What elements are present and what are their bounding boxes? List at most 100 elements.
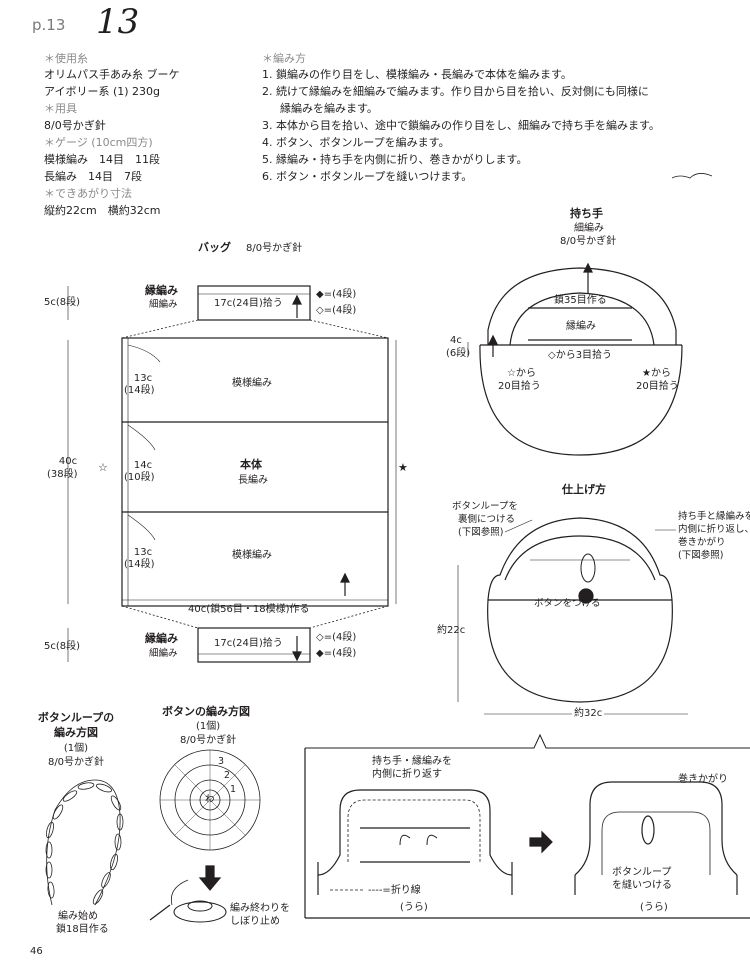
- pattern-number: 13: [96, 2, 140, 42]
- fold-note: 内側に折り返し、: [678, 524, 750, 535]
- bag-bottom-edge-band: [197, 627, 311, 663]
- total-rows: (38段): [47, 469, 78, 480]
- sec3-height: 13c: [133, 547, 153, 558]
- method-heading: ＊編み方: [262, 52, 306, 65]
- handle-pick-left: 20目拾う: [498, 381, 541, 392]
- handle-bag-body: [479, 344, 683, 456]
- mark-open-bot: ◇=(4段): [316, 632, 357, 643]
- hook-size: 8/0号かぎ針: [44, 119, 106, 132]
- loop-count: (1個): [63, 743, 89, 754]
- sec1-rows: (14段): [124, 385, 155, 396]
- mark-open-top: ◇=(4段): [316, 305, 357, 316]
- method-step: 1. 鎖編みの作り目をし、模様編み・長編みで本体を編みます。: [262, 68, 572, 81]
- button-note: ボタンをつける: [534, 598, 601, 609]
- sec2-rows: (10段): [124, 472, 155, 483]
- body-sub: 長編み: [238, 475, 268, 486]
- star-filled-mark: ★: [398, 461, 408, 474]
- tools-heading: ＊用具: [44, 102, 77, 115]
- bag-body-rect: [121, 337, 389, 607]
- detail-fold: 持ち手・縁編みを: [372, 756, 452, 767]
- finish-width: 約32c: [572, 707, 605, 720]
- method-step: 4. ボタン、ボタンループを編みます。: [262, 136, 450, 149]
- detail-whip: 巻きかがり: [678, 774, 728, 785]
- bag-title: バッグ: [198, 241, 231, 254]
- fold-note: (下図参照): [678, 550, 724, 561]
- button-hook: 8/0号かぎ針: [180, 735, 237, 746]
- handle-title: 持ち手: [570, 207, 603, 220]
- handle-chain: 鎖35目作る: [554, 295, 607, 306]
- loop-start: 鎖18目作る: [56, 924, 109, 935]
- button-row-1: 1: [230, 784, 237, 795]
- gauge-dc: 長編み 14目 7段: [44, 170, 142, 183]
- mark-filled-top: ◆=(4段): [316, 289, 357, 300]
- loop-hook: 8/0号かぎ針: [47, 757, 105, 768]
- finish-title: 仕上げ方: [562, 483, 606, 496]
- handle-edge: 縁編み: [566, 321, 596, 332]
- finish-height: 約22c: [437, 625, 466, 636]
- handle-from-star-filled: ★から: [642, 368, 671, 379]
- detail-inside-left: (うら): [400, 902, 428, 913]
- edge-top-height: 5c(8段): [44, 297, 81, 308]
- handle-height: 4c: [450, 335, 462, 346]
- button-end: 編み終わりを: [230, 903, 290, 914]
- size-heading: ＊できあがり寸法: [44, 187, 132, 200]
- sec1-height: 13c: [133, 373, 153, 384]
- total-height: 40c: [58, 456, 78, 467]
- edge-top-sub: 細編み: [149, 299, 178, 310]
- bag-top-edge-band: [197, 285, 311, 321]
- edge-bot-label: 縁編み: [145, 632, 178, 645]
- handle-stitch: 細編み: [574, 223, 604, 234]
- bag-hook: 8/0号かぎ針: [246, 243, 303, 254]
- detail-left-handle: [317, 789, 513, 876]
- yarn-name: オリムパス手あみ糸 ブーケ: [44, 68, 180, 81]
- handle-rows: (6段): [446, 348, 471, 359]
- detail-inside-right: (うら): [640, 902, 668, 913]
- method-step: 3. 本体から目を拾い、途中で鎖編みの作り目をし、細編みで持ち手を編みます。: [262, 119, 660, 132]
- fold-note: 持ち手と縁編みを: [678, 511, 750, 522]
- handle-outer: [487, 267, 677, 345]
- mark-filled-bot: ◆=(4段): [316, 648, 357, 659]
- loop-note: (下図参照): [458, 527, 504, 538]
- button-count: (1個): [196, 721, 221, 732]
- loop-title: 編み方図: [54, 726, 98, 739]
- detail-fold: 内側に折り返す: [372, 769, 442, 780]
- button-row-3: 3: [218, 756, 225, 767]
- handle-hook: 8/0号かぎ針: [560, 236, 617, 247]
- button-row-2: 2: [224, 770, 231, 781]
- method-step: 縁編みを編みます。: [280, 102, 378, 115]
- loop-note: 裏側につける: [458, 514, 516, 525]
- loop-start: 編み始め: [58, 911, 98, 922]
- handle-pick-right: 20目拾う: [636, 381, 679, 392]
- page-ref: p.13: [32, 16, 66, 34]
- sec2-height: 14c: [133, 460, 153, 471]
- button-ring: わ: [205, 794, 215, 805]
- foundation-chain: 40c(鎖56目・18模様)作る: [188, 604, 310, 615]
- body-label: 本体: [240, 458, 262, 471]
- sec3-label: 模様編み: [232, 550, 272, 561]
- finished-size: 縦約22cm 横約32cm: [44, 204, 161, 217]
- finished-bag-body: [487, 599, 673, 703]
- edge-top-label: 縁編み: [145, 284, 178, 297]
- star-open-mark: ☆: [98, 461, 108, 474]
- sec1-label: 模様編み: [232, 378, 272, 389]
- method-step: 5. 縁編み・持ち手を内側に折り、巻きかがりします。: [262, 153, 528, 166]
- loop-title: ボタンループの: [37, 711, 115, 724]
- gauge-heading: ＊ゲージ (10cm四方): [44, 136, 153, 149]
- method-step: 2. 続けて縁編みを細編みで編みます。作り目から目を拾い、反対側にも同様に: [262, 85, 649, 98]
- page-number: 46: [30, 946, 43, 957]
- edge-top-pickup: 17c(24目)拾う: [214, 298, 283, 309]
- edge-bot-height: 5c(8段): [44, 641, 81, 652]
- gauge-pattern: 模様編み 14目 11段: [44, 153, 160, 166]
- sec3-rows: (14段): [124, 559, 155, 570]
- button-loop-chain: [46, 779, 121, 906]
- detail-sew: ボタンループ: [612, 867, 672, 878]
- loop-note: ボタンループを: [452, 501, 518, 512]
- button-title: ボタンの編み方図: [162, 705, 250, 718]
- yarn-color: アイボリー系 (1) 230g: [44, 85, 161, 98]
- handle-from-diamond: ◇から3目拾う: [548, 350, 613, 361]
- yarn-heading: ＊使用糸: [44, 52, 88, 65]
- fold-note: 巻きかがり: [678, 537, 726, 548]
- button-end: しぼり止め: [230, 916, 280, 927]
- method-step: 6. ボタン・ボタンループを縫いつけます。: [262, 170, 473, 183]
